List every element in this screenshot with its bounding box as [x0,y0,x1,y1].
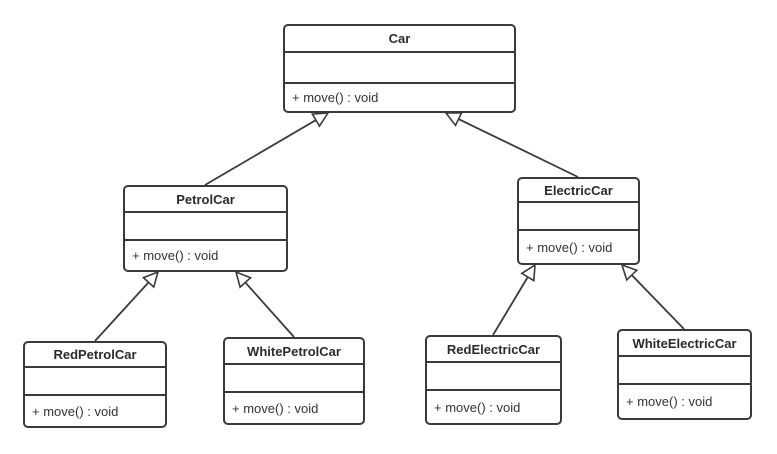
hollow-triangle-arrowhead [311,112,330,128]
attributes-compartment [519,203,638,231]
hollow-triangle-arrowhead [444,111,463,127]
class-box-petrolcar: PetrolCar + move() : void [123,185,288,272]
method-label: + move() : void [292,90,379,105]
method-label: + move() : void [626,394,713,409]
class-box-redpetrolcar: RedPetrolCar + move() : void [23,341,167,428]
generalization-line [458,118,579,178]
class-name: Car [285,26,514,53]
class-box-whiteelectriccar: WhiteElectricCar + move() : void [617,329,752,420]
generalization-line [204,119,317,186]
method-label: + move() : void [434,399,521,415]
generalization-line [94,281,150,342]
hollow-triangle-arrowhead [520,263,536,282]
hollow-triangle-arrowhead [141,270,160,289]
class-name: PetrolCar [125,187,286,213]
class-name: WhitePetrolCar [225,339,363,365]
class-name: RedElectricCar [427,337,560,363]
attributes-compartment [225,365,363,393]
attributes-compartment [285,53,514,84]
class-box-whitepetrolcar: WhitePetrolCar + move() : void [223,337,365,425]
method-label: + move() : void [132,248,219,263]
generalization-line [492,276,529,336]
class-box-redelectriccar: RedElectricCar + move() : void [425,335,562,425]
class-name: ElectricCar [519,179,638,203]
generalization-line [244,281,295,338]
attributes-compartment [25,368,165,396]
method-label: + move() : void [232,400,319,416]
hollow-triangle-arrowhead [620,263,639,282]
class-box-electriccar: ElectricCar + move() : void [517,177,640,265]
method-label: + move() : void [526,239,613,255]
generalization-line [631,274,685,330]
class-box-car: Car + move() : void [283,24,516,113]
class-name: RedPetrolCar [25,343,165,368]
hollow-triangle-arrowhead [234,270,253,289]
class-name: WhiteElectricCar [619,331,750,357]
method-label: + move() : void [32,403,119,419]
attributes-compartment [125,213,286,241]
attributes-compartment [427,363,560,391]
attributes-compartment [619,357,750,385]
